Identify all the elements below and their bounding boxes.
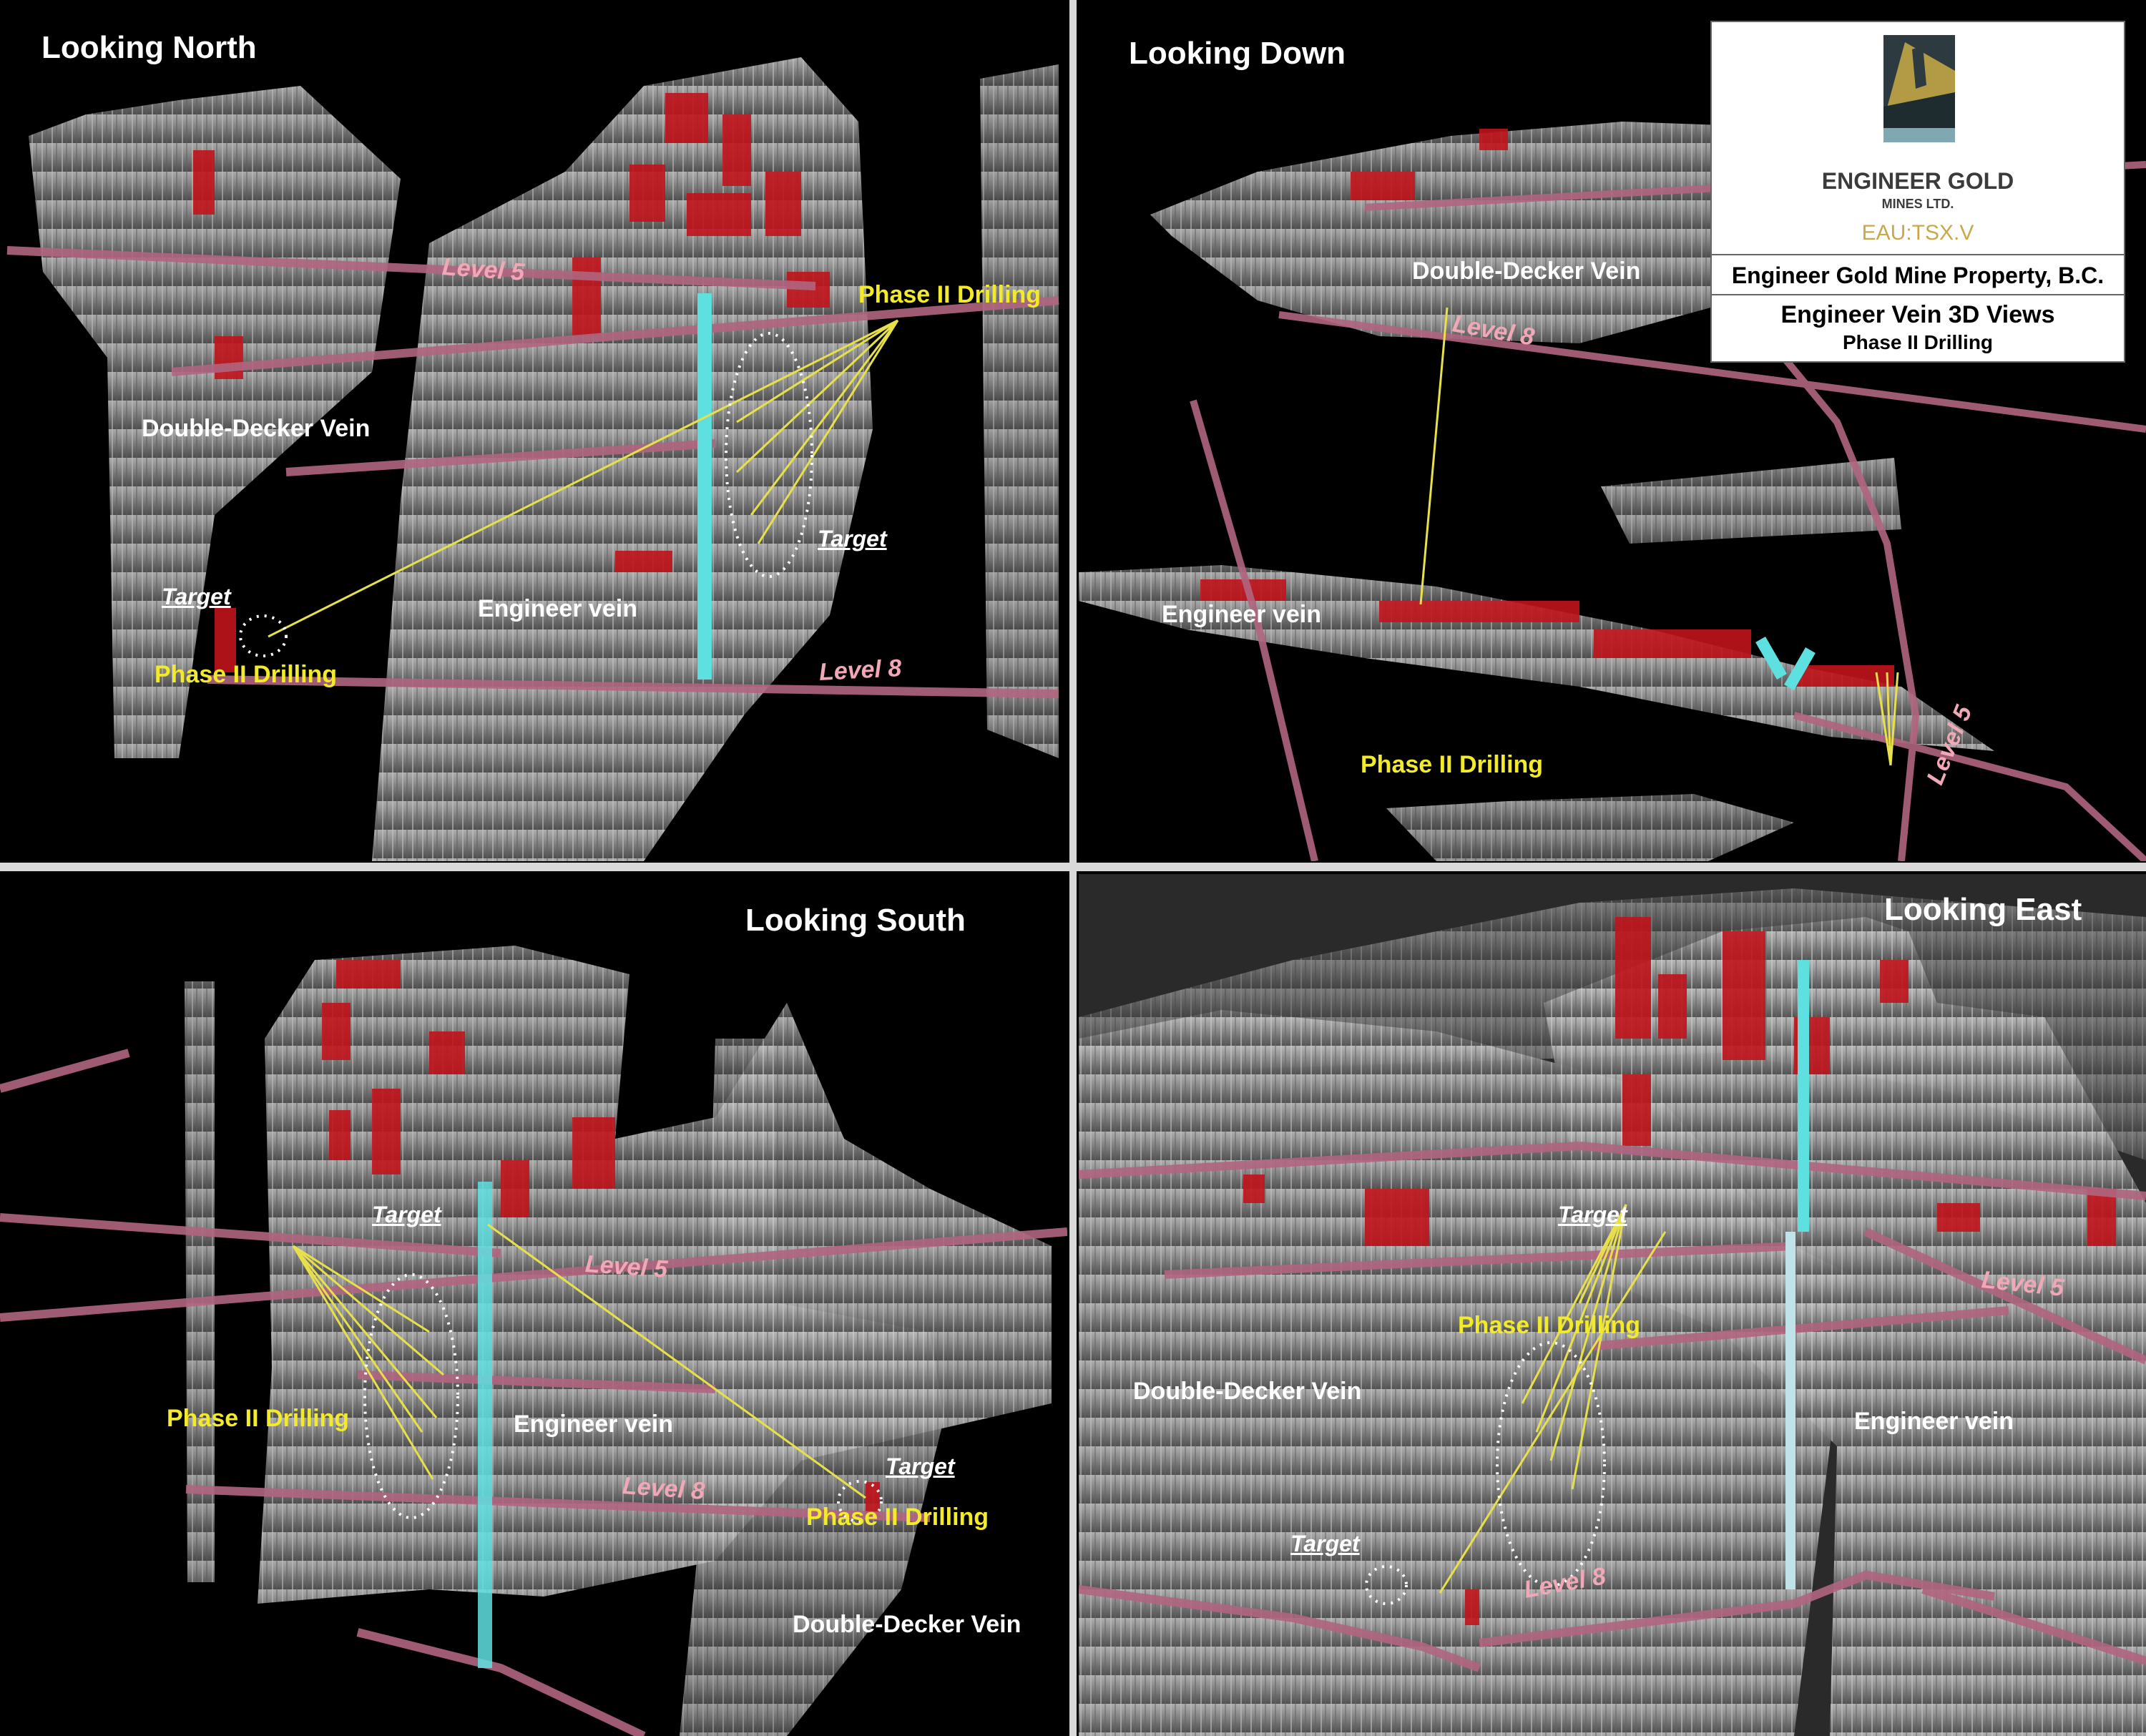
phase-ii-drilling-label: Phase II Drilling — [155, 661, 338, 688]
phase-ii-drilling-label: Phase II Drilling — [858, 281, 1042, 308]
horizontal-divider — [0, 863, 2146, 871]
company-logo — [1883, 35, 1955, 142]
property-name: Engineer Gold Mine Property, B.C. — [1712, 254, 2124, 294]
level-8-label: Level 8 — [621, 1472, 706, 1505]
phase-ii-drilling-label: Phase II Drilling — [1361, 751, 1544, 778]
panel-title: Looking Down — [1129, 36, 1346, 71]
phase-ii-drilling-label: Phase II Drilling — [806, 1504, 989, 1531]
panel-title: Looking North — [41, 30, 257, 65]
engineer-vein-label: Engineer vein — [514, 1411, 673, 1438]
level-5-label: Level 5 — [584, 1250, 669, 1283]
panel-title: Looking South — [745, 903, 966, 938]
scene-looking-east — [1079, 874, 2146, 1736]
target-label: Target — [1558, 1202, 1627, 1227]
phase-ii-drilling-label: Phase II Drilling — [1458, 1312, 1641, 1339]
ticker: EAU:TSX.V — [1861, 221, 1974, 245]
double-decker-vein-label: Double-Decker Vein — [142, 415, 371, 442]
target-label: Target — [372, 1202, 441, 1227]
panel-looking-east: Looking East Target Phase II Drilling Le… — [1079, 874, 2146, 1736]
target-label: Target — [818, 526, 887, 551]
company-name: ENGINEER GOLD — [1821, 168, 2014, 194]
phase-ii-drilling-label: Phase II Drilling — [167, 1405, 350, 1432]
engineer-vein-label: Engineer vein — [1162, 601, 1321, 628]
double-decker-vein-label: Double-Decker Vein — [1133, 1378, 1362, 1405]
views-title: Engineer Vein 3D Views — [1712, 294, 2124, 331]
scene-looking-down — [1079, 70, 2146, 861]
panel-title: Looking East — [1884, 892, 2082, 927]
double-decker-vein-label: Double-Decker Vein — [1412, 258, 1641, 285]
engineer-vein-label: Engineer vein — [478, 595, 637, 622]
company-suffix: MINES LTD. — [1881, 197, 1954, 211]
level-8-label: Level 8 — [818, 654, 903, 686]
scene-looking-south — [0, 946, 1067, 1736]
target-label: Target — [162, 584, 231, 609]
level-5-label: Level 5 — [441, 253, 526, 286]
panel-looking-south: Looking South Target Level 5 Phase II Dr… — [0, 874, 1067, 1736]
legend-box: ENGINEER GOLD MINES LTD. EAU:TSX.V Engin… — [1710, 21, 2125, 363]
engineer-vein-label: Engineer vein — [1854, 1408, 2014, 1435]
panel-looking-north: Looking North Level 5 Phase II Drilling … — [0, 0, 1067, 861]
target-label: Target — [1290, 1531, 1360, 1556]
scene-looking-north — [6, 57, 1059, 861]
target-label: Target — [886, 1453, 955, 1479]
views-subtitle: Phase II Drilling — [1842, 331, 1994, 353]
logo-area: ENGINEER GOLD MINES LTD. EAU:TSX.V — [1712, 22, 2124, 254]
double-decker-vein-label: Double-Decker Vein — [793, 1611, 1021, 1638]
